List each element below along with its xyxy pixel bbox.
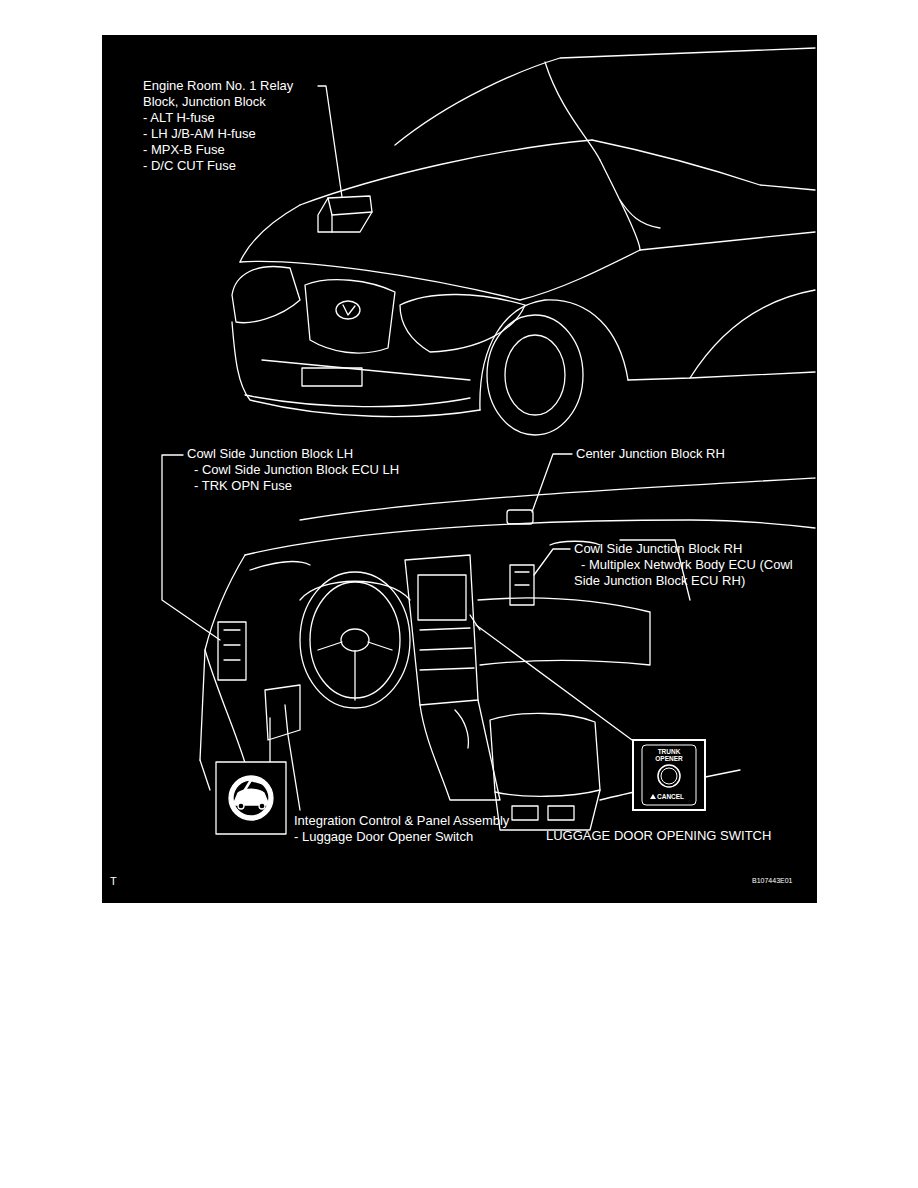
component-label: Cowl Side Junction Block RH (574, 541, 804, 557)
switch-inset: TRUNK OPENER CANCEL (632, 739, 706, 811)
switch-title: LUGGAGE DOOR OPENING SWITCH (546, 828, 806, 844)
cancel-caption: CANCEL (657, 793, 693, 801)
component-label: - Cowl Side Junction Block ECU LH (194, 462, 454, 478)
fuse-label: - D/C CUT Fuse (143, 158, 343, 174)
fuse-label: - LH J/B-AM H-fuse (143, 126, 343, 142)
component-label: Integration Control & Panel Assembly (294, 813, 554, 829)
component-label: - Multiplex Network Body ECU (Cowl Side … (574, 557, 794, 589)
fuse-label: - MPX-B Fuse (143, 142, 343, 158)
switch-caption: TRUNK OPENER (644, 748, 694, 762)
component-label: - Luggage Door Opener Switch (294, 829, 554, 845)
component-label: Cowl Side Junction Block LH (187, 446, 447, 462)
page-mark: T (110, 873, 130, 889)
component-label: Center Junction Block RH (576, 446, 796, 462)
figure-code: B107443E01 (752, 876, 812, 885)
component-label: Engine Room No. 1 Relay Block, Junction … (143, 78, 325, 110)
fuse-label: - ALT H-fuse (143, 110, 343, 126)
fuse-label: - TRK OPN Fuse (194, 478, 394, 494)
